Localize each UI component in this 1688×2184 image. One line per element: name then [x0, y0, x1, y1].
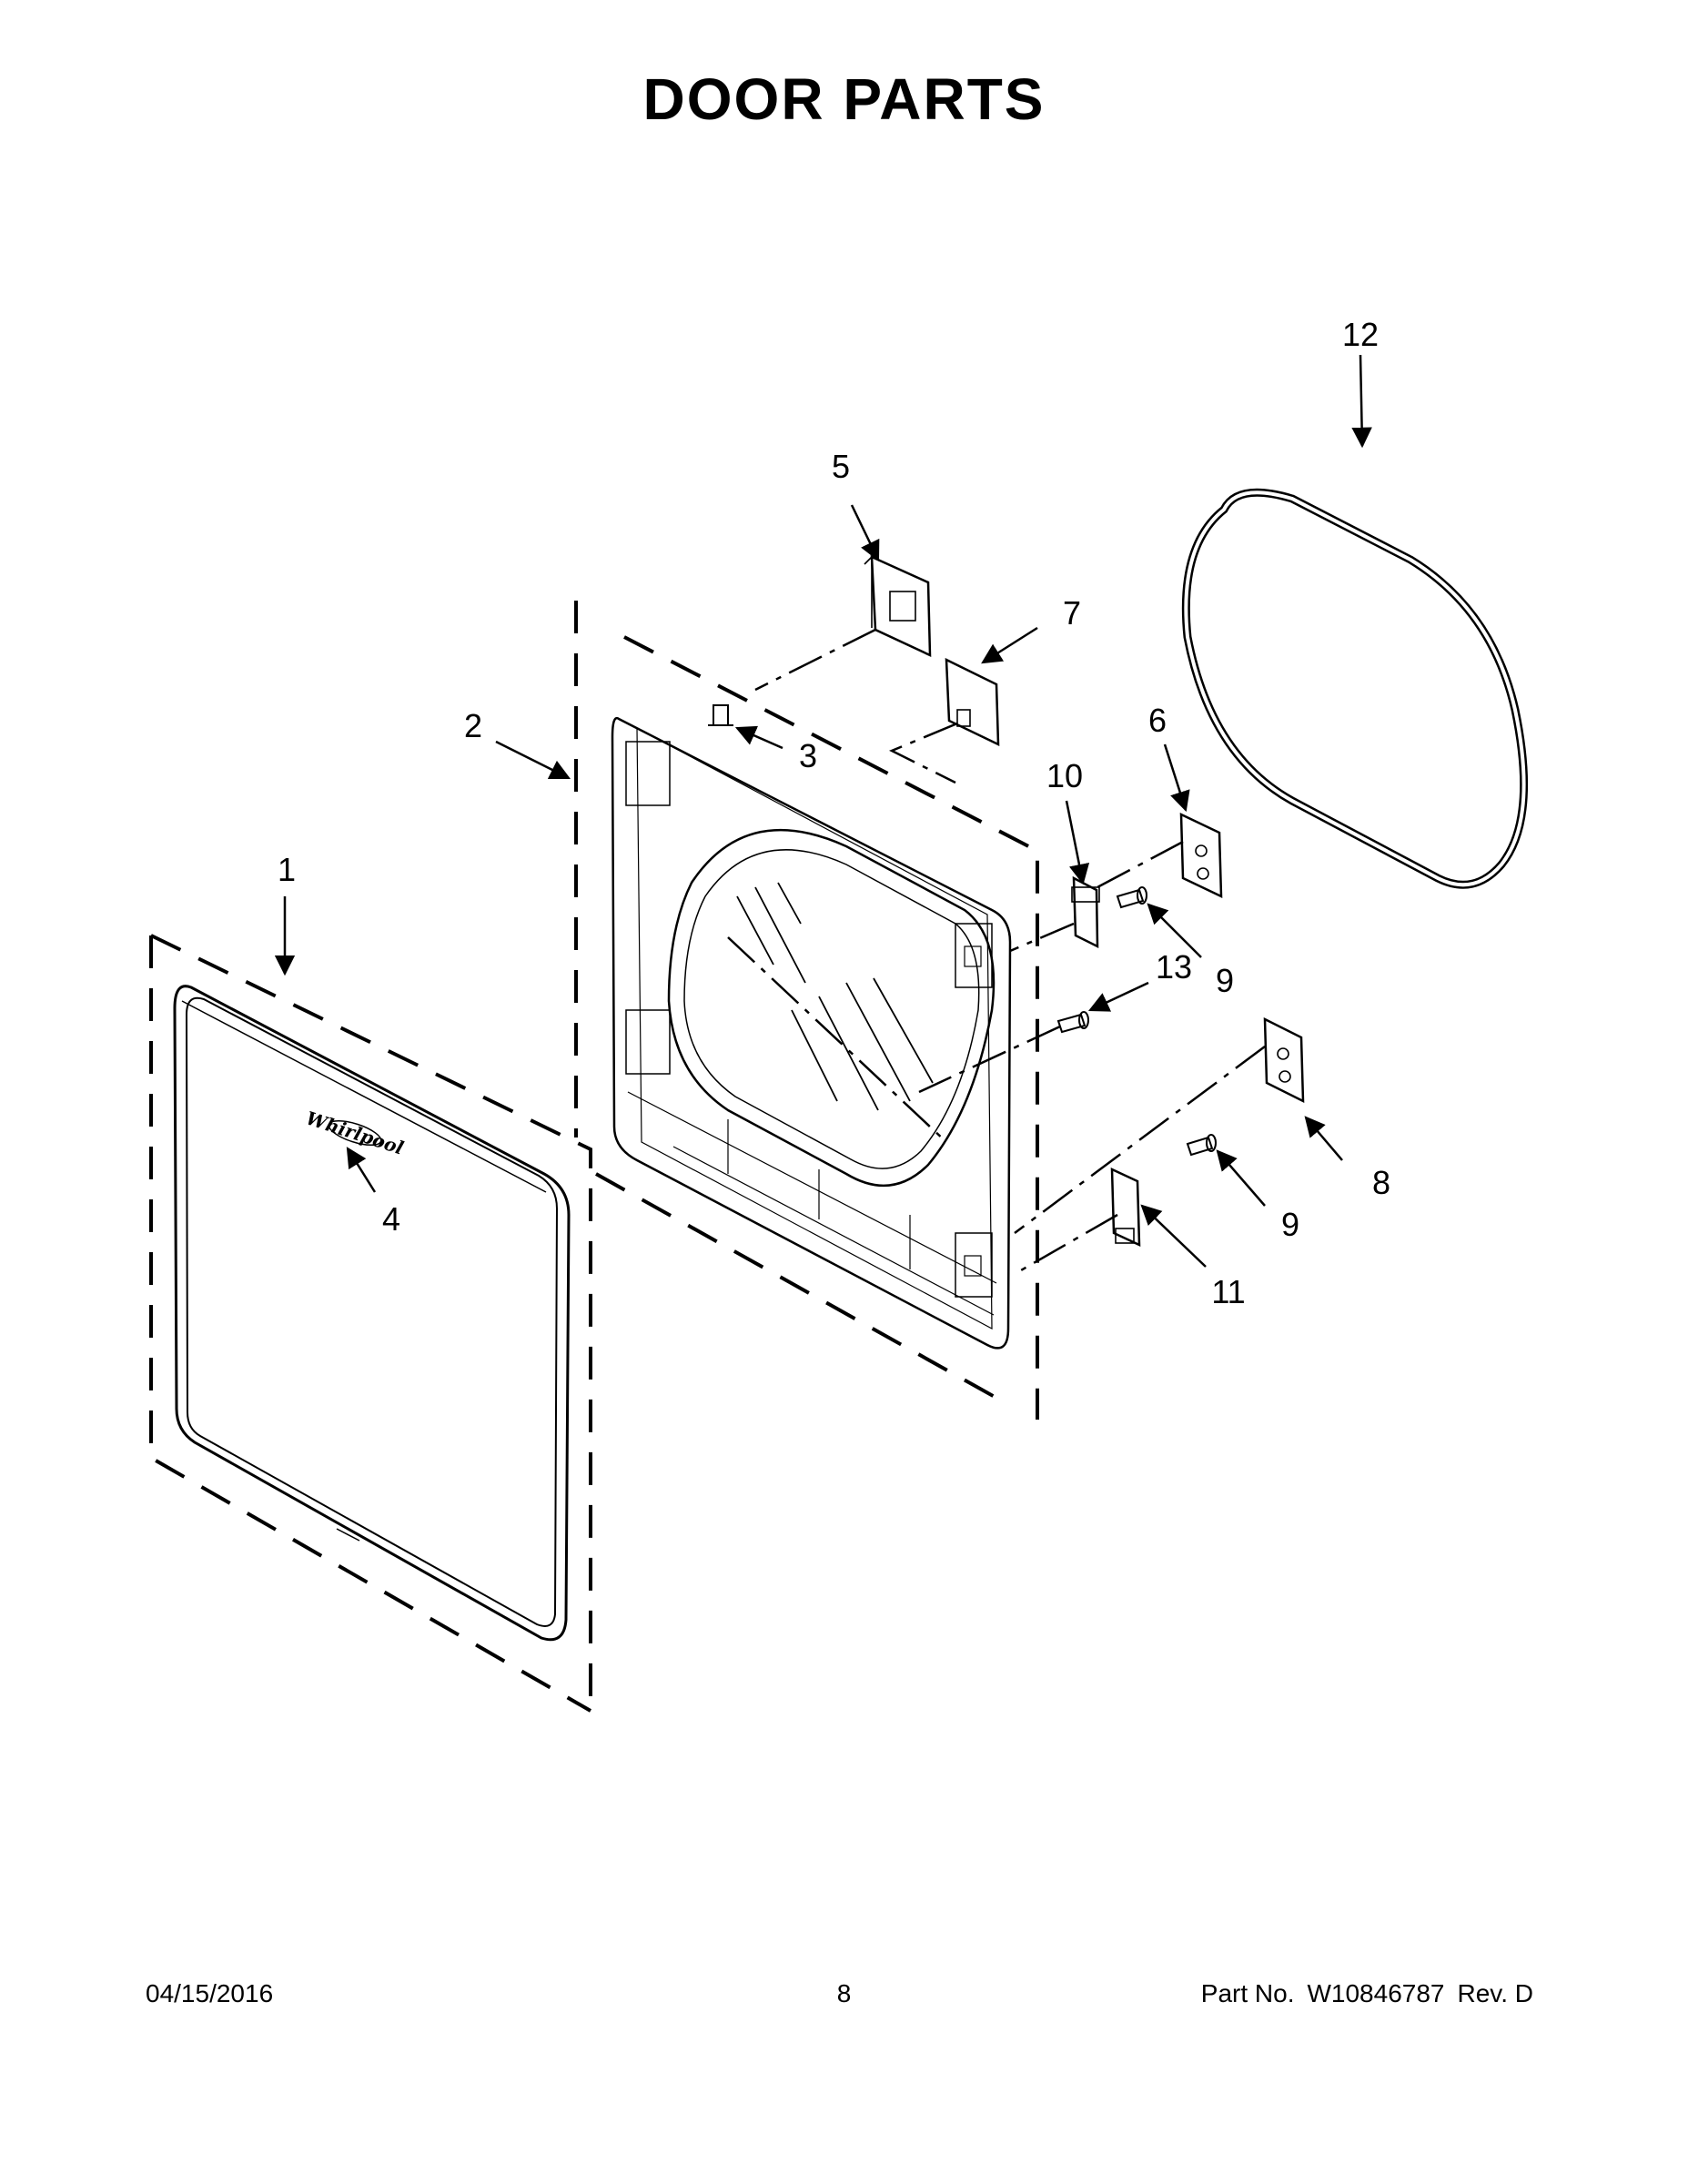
callout-8: 8: [1372, 1164, 1390, 1201]
page-title: DOOR PARTS: [642, 66, 1046, 132]
callout-1: 1: [278, 851, 296, 888]
hinge-plate-upper: [1179, 812, 1223, 899]
hinge-lower: [1110, 1168, 1141, 1247]
callout-12: 12: [1342, 316, 1379, 353]
whirlpool-logo-badge: Whirlpool: [304, 1107, 407, 1158]
callout-2: 2: [464, 707, 482, 744]
callout-13: 13: [1156, 948, 1192, 986]
hinge-screw-upper: [1116, 886, 1147, 909]
inner-door-dashed-box: [574, 601, 1039, 1420]
callout-10: 10: [1046, 757, 1083, 794]
part-number: W10846787: [1307, 1979, 1445, 2007]
hinge-plate-lower: [1263, 1016, 1305, 1104]
callout-9-lower: 9: [1281, 1206, 1299, 1243]
hinge-upper: [1071, 875, 1100, 949]
logo-text: Whirlpool: [304, 1107, 407, 1158]
outer-door-panel: [173, 985, 571, 1642]
callout-9-upper: 9: [1216, 962, 1234, 999]
hinge-screw-lower: [1186, 1134, 1217, 1157]
callout-7: 7: [1063, 594, 1081, 632]
footer-date: 04/15/2016: [146, 1979, 274, 2007]
door-gasket: [1181, 488, 1529, 889]
callout-5: 5: [832, 448, 850, 485]
revision: Rev. D: [1457, 1979, 1534, 2007]
leader-arrows: [274, 354, 1372, 1268]
footer-page-number: 8: [836, 1979, 852, 2007]
hinge-cover-upper: [864, 555, 932, 657]
assembly-lines: [727, 628, 1266, 1276]
callout-4: 4: [382, 1200, 400, 1238]
cover-plate: [945, 657, 1000, 747]
callout-labels: 1 2 3 4 5 6 7 8 9 9 10 11 12 13: [278, 316, 1390, 1310]
inner-door-frame: [611, 716, 1012, 1350]
callout-11: 11: [1211, 1273, 1245, 1310]
door-screw: [1056, 1011, 1089, 1034]
footer-part-number: Part No. W10846787 Rev. D: [1188, 1979, 1533, 2008]
callout-3: 3: [799, 737, 817, 774]
part-label: Part No.: [1200, 1979, 1295, 2007]
outer-panel-dashed-box: [149, 934, 592, 1713]
callout-6: 6: [1148, 702, 1167, 739]
door-clip: [708, 704, 733, 726]
